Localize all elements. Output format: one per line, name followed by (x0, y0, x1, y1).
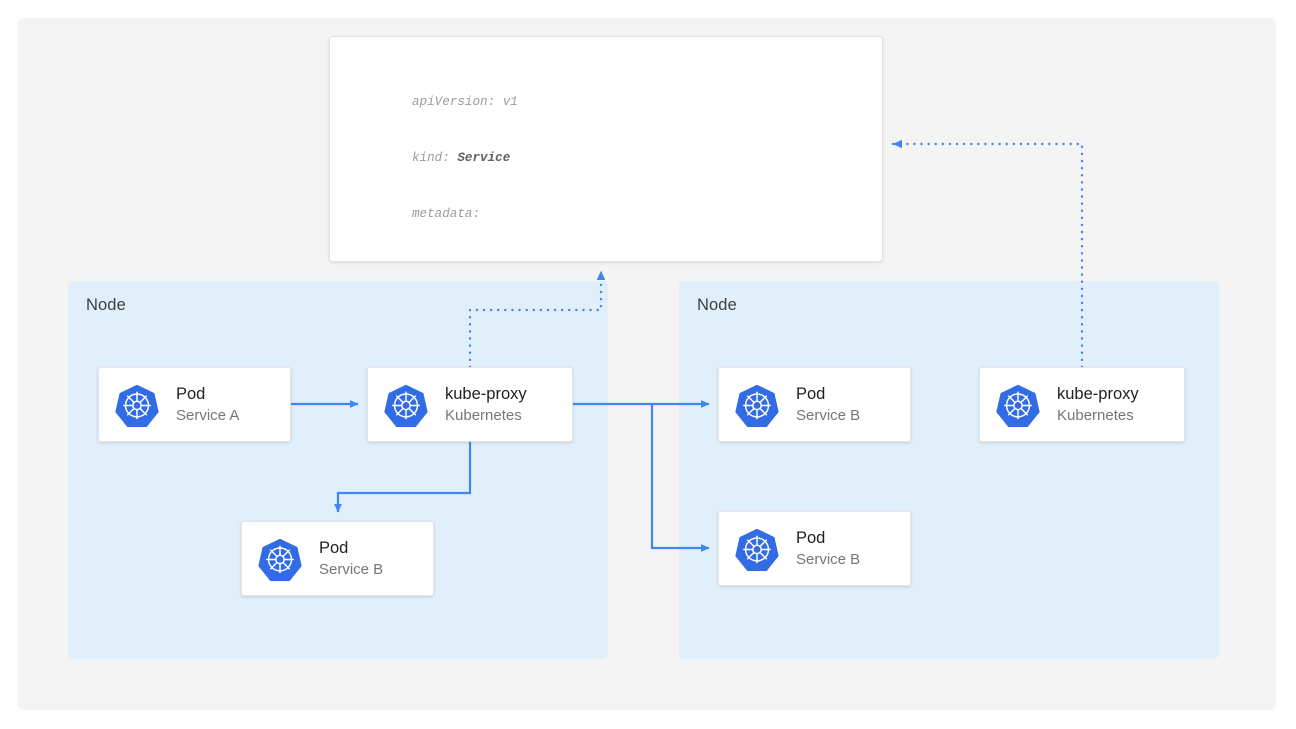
node-label-left: Node (86, 296, 126, 314)
yaml-line-kind: kind: Service (412, 150, 511, 165)
card-text: kube-proxy Kubernetes (445, 384, 527, 426)
yaml-line-metadata: metadata: (412, 207, 481, 222)
card-text: kube-proxy Kubernetes (1057, 384, 1139, 426)
card-subtitle: Service B (796, 550, 861, 568)
card-pod-service-b-right-lower[interactable]: Pod Service B (718, 511, 911, 586)
card-pod-service-b-right-upper[interactable]: Pod Service B (718, 367, 911, 442)
card-title: Pod (796, 384, 826, 403)
kubernetes-icon (258, 537, 302, 581)
card-text: Pod Service B (796, 384, 860, 426)
card-title: Pod (319, 538, 349, 557)
kubernetes-icon (735, 383, 779, 427)
card-subtitle: Kubernetes (445, 406, 522, 424)
kubernetes-icon (996, 383, 1040, 427)
card-subtitle: Service A (176, 406, 240, 424)
kubernetes-icon (115, 383, 159, 427)
card-subtitle: Service B (319, 560, 384, 578)
card-subtitle: Service B (796, 406, 861, 424)
card-text: Pod Service B (319, 538, 383, 580)
service-manifest-code: apiVersion: v1 kind: Service metadata: n… (412, 55, 722, 261)
card-text: Pod Service A (176, 384, 239, 426)
service-manifest-card: apiVersion: v1 kind: Service metadata: n… (329, 36, 883, 262)
card-title: Pod (796, 528, 826, 547)
node-label-right: Node (697, 296, 737, 314)
card-title: kube-proxy (1057, 384, 1139, 403)
card-subtitle: Kubernetes (1057, 406, 1134, 424)
card-title: kube-proxy (445, 384, 527, 403)
kubernetes-icon (384, 383, 428, 427)
yaml-line-apiversion: apiVersion: v1 (412, 94, 518, 109)
card-text: Pod Service B (796, 528, 860, 570)
card-pod-service-b-left[interactable]: Pod Service B (241, 521, 434, 596)
card-title: Pod (176, 384, 206, 403)
card-kube-proxy-left[interactable]: kube-proxy Kubernetes (367, 367, 573, 442)
card-pod-service-a[interactable]: Pod Service A (98, 367, 291, 442)
kubernetes-icon (735, 527, 779, 571)
node-container-right: Node (679, 281, 1219, 659)
node-container-left: Node (68, 281, 608, 659)
card-kube-proxy-right[interactable]: kube-proxy Kubernetes (979, 367, 1185, 442)
